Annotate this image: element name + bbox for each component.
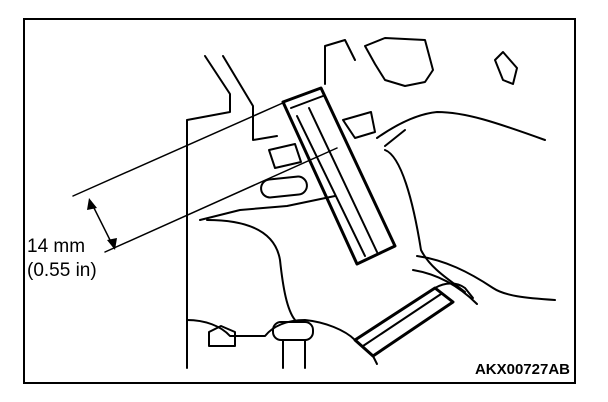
coolant-slot: [260, 175, 308, 199]
dimension-lines: [72, 101, 338, 253]
casting-step: [268, 143, 302, 169]
valve-seat-cross-section: [72, 37, 556, 369]
dimension-metric-label: 14 mm: [27, 236, 86, 258]
lower-stem: [282, 339, 306, 369]
upper-casting: [324, 37, 518, 139]
figure-code: AKX00727AB: [472, 361, 572, 378]
upper-right-wall: [376, 111, 546, 293]
valve-seat-insert: [353, 282, 474, 365]
dimension-arrow-line: [90, 201, 114, 247]
valve-guide: [281, 86, 397, 266]
casting-inner-wall: [206, 219, 296, 321]
diagram-frame: 14 mm (0.55 in) AKX00727AB: [23, 18, 576, 384]
head-casting-outline: [186, 55, 336, 369]
right-port-wall: [412, 255, 556, 305]
dimension-arrowhead-bottom: [107, 238, 117, 250]
lower-port: [272, 321, 314, 341]
lower-left-notch: [208, 325, 236, 347]
casting-lower-wall: [186, 319, 356, 341]
dimension-arrowhead-top: [87, 198, 97, 210]
dimension-imperial-label: (0.55 in): [27, 260, 97, 282]
